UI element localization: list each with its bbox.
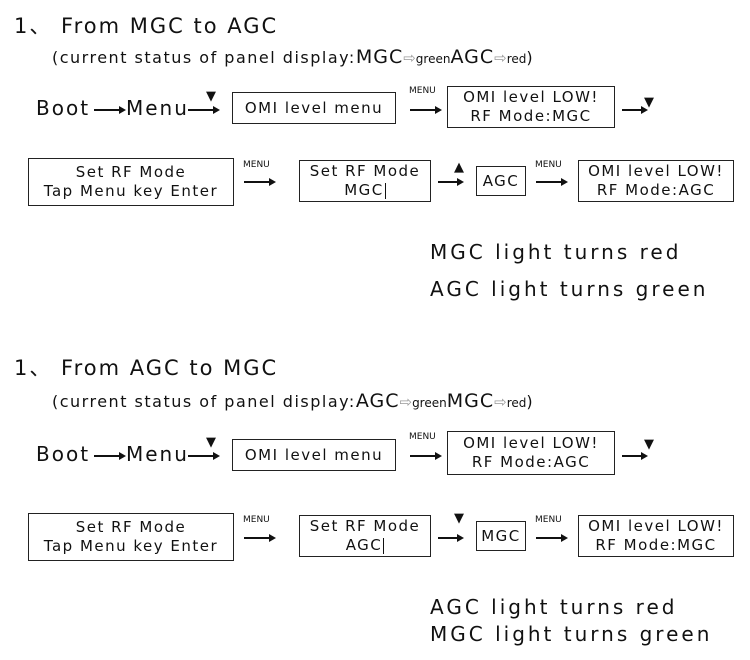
status-line: (current status of panel display:AGC⇨gre… (52, 390, 534, 412)
arrow-icon (410, 106, 442, 114)
menu-key-label: MENU (409, 86, 436, 96)
display-line-2: Tap Menu key Enter (43, 537, 219, 555)
display-text: OMI level menu (244, 445, 384, 464)
arrow-icon (244, 534, 276, 542)
display-text: OMI level menu (244, 98, 384, 117)
status-mode-1: MGC (355, 46, 404, 68)
status-color-2: red (506, 52, 527, 66)
triangle-down-icon: ▼ (454, 511, 464, 526)
section-title: 1、 From MGC to AGC (14, 14, 279, 38)
arrow-icon (536, 178, 568, 186)
display-set-rf-mode-enter: Set RF Mode Tap Menu key Enter (28, 513, 234, 561)
hollow-arrow-icon: ⇨ (494, 393, 507, 411)
status-line: (current status of panel display:MGC⇨gre… (52, 46, 534, 68)
current-mode-value: AGC (345, 536, 383, 554)
display-final-status: OMI level LOW! RF Mode:MGC (578, 515, 734, 557)
display-line-2: RF Mode:MGC (595, 536, 717, 554)
status-prefix: (current status of panel display: (52, 48, 356, 67)
boot-label: Boot (36, 442, 91, 466)
triangle-down-icon: ▼ (644, 95, 654, 110)
arrow-icon (438, 534, 464, 542)
display-line-1: Set RF Mode (75, 518, 187, 536)
display-line-2: AGC (346, 536, 385, 555)
display-line-2: RF Mode:AGC (471, 453, 591, 471)
display-line-2: MGC (344, 181, 386, 200)
hollow-arrow-icon: ⇨ (403, 49, 416, 67)
arrow-icon (410, 452, 442, 460)
arrow-icon (622, 106, 648, 114)
display-omi-level-menu: OMI level menu (232, 439, 396, 471)
display-text: MGC (481, 526, 521, 545)
display-line-2: RF Mode:MGC (470, 107, 592, 125)
display-line-2: Tap Menu key Enter (43, 182, 219, 200)
status-suffix: ) (526, 48, 535, 67)
arrow-icon (536, 534, 568, 542)
menu-key-label: MENU (409, 432, 436, 442)
display-omi-level-low: OMI level LOW! RF Mode:MGC (447, 86, 615, 128)
result-line-2: MGC light turns green (430, 622, 713, 646)
display-line-1: Set RF Mode (309, 517, 421, 535)
arrow-icon (622, 452, 648, 460)
arrow-icon (244, 178, 276, 186)
menu-label: Menu (126, 96, 189, 120)
display-final-status: OMI level LOW! RF Mode:AGC (578, 160, 734, 202)
text-cursor (383, 537, 385, 554)
arrow-icon (438, 178, 464, 186)
display-set-rf-mode-current: Set RF Mode MGC (299, 160, 431, 202)
display-line-1: OMI level LOW! (463, 434, 599, 452)
triangle-down-icon: ▼ (644, 437, 654, 452)
status-color-1: green (412, 396, 447, 410)
arrow-icon (94, 452, 126, 460)
triangle-down-icon: ▼ (206, 89, 216, 104)
arrow-icon (188, 106, 220, 114)
display-line-1: OMI level LOW! (463, 88, 599, 106)
hollow-arrow-icon: ⇨ (494, 49, 507, 67)
display-target-mode: AGC (476, 166, 526, 196)
status-mode-2: AGC (450, 46, 495, 68)
triangle-down-icon: ▼ (206, 435, 216, 450)
menu-key-label: MENU (243, 160, 270, 170)
arrow-icon (188, 452, 220, 460)
menu-key-label: MENU (535, 515, 562, 525)
current-mode-value: MGC (344, 181, 384, 199)
display-line-1: Set RF Mode (75, 163, 187, 181)
display-line-1: OMI level LOW! (588, 517, 724, 535)
status-color-2: red (506, 396, 527, 410)
result-line-1: AGC light turns red (430, 595, 678, 619)
status-mode-2: MGC (446, 390, 495, 412)
display-text: AGC (482, 171, 520, 190)
display-line-2: RF Mode:AGC (596, 181, 716, 199)
result-line-2: AGC light turns green (430, 277, 709, 301)
display-set-rf-mode-current: Set RF Mode AGC (299, 515, 431, 557)
result-line-1: MGC light turns red (430, 240, 682, 264)
status-color-1: green (415, 52, 451, 66)
display-line-1: Set RF Mode (309, 162, 421, 180)
display-target-mode: MGC (476, 521, 526, 551)
status-mode-1: AGC (355, 390, 400, 412)
menu-key-label: MENU (535, 160, 562, 170)
menu-key-label: MENU (243, 515, 270, 525)
hollow-arrow-icon: ⇨ (399, 393, 413, 411)
display-set-rf-mode-enter: Set RF Mode Tap Menu key Enter (28, 158, 234, 206)
arrow-icon (94, 106, 126, 114)
status-prefix: (current status of panel display: (52, 392, 356, 411)
display-omi-level-low: OMI level LOW! RF Mode:AGC (447, 431, 615, 475)
menu-label: Menu (126, 442, 189, 466)
text-cursor (384, 182, 386, 199)
display-line-1: OMI level LOW! (588, 162, 724, 180)
display-omi-level-menu: OMI level menu (232, 92, 396, 124)
triangle-up-icon: ▲ (454, 160, 464, 175)
boot-label: Boot (36, 96, 91, 120)
status-suffix: ) (526, 392, 535, 411)
section-title: 1、 From AGC to MGC (14, 356, 279, 380)
